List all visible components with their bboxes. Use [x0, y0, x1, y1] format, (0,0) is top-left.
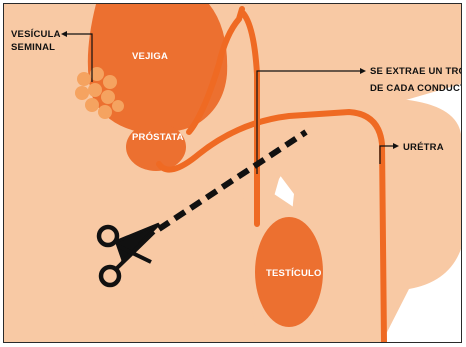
seminal-vesicle-label-line1: VESÍCULA	[11, 29, 61, 40]
bladder-label: VEJIGA	[132, 51, 168, 62]
cut-note-line1: SE EXTRAE UN TROZO	[370, 66, 461, 77]
testicle-label: TESTÍCULO	[266, 268, 322, 279]
prostate	[126, 123, 186, 171]
cut-note-line2: DE CADA CONDUCTO	[370, 83, 461, 94]
urethra-label: URÉTRA	[403, 142, 444, 153]
prostate-label: PRÓSTATA	[132, 131, 184, 143]
diagram-frame: VESÍCULA SEMINAL VEJIGA PRÓSTATA SE EXTR…	[3, 3, 462, 343]
seminal-vesicle-label-line2: SEMINAL	[11, 42, 55, 53]
vasectomy-diagram: VESÍCULA SEMINAL VEJIGA PRÓSTATA SE EXTR…	[4, 4, 461, 342]
